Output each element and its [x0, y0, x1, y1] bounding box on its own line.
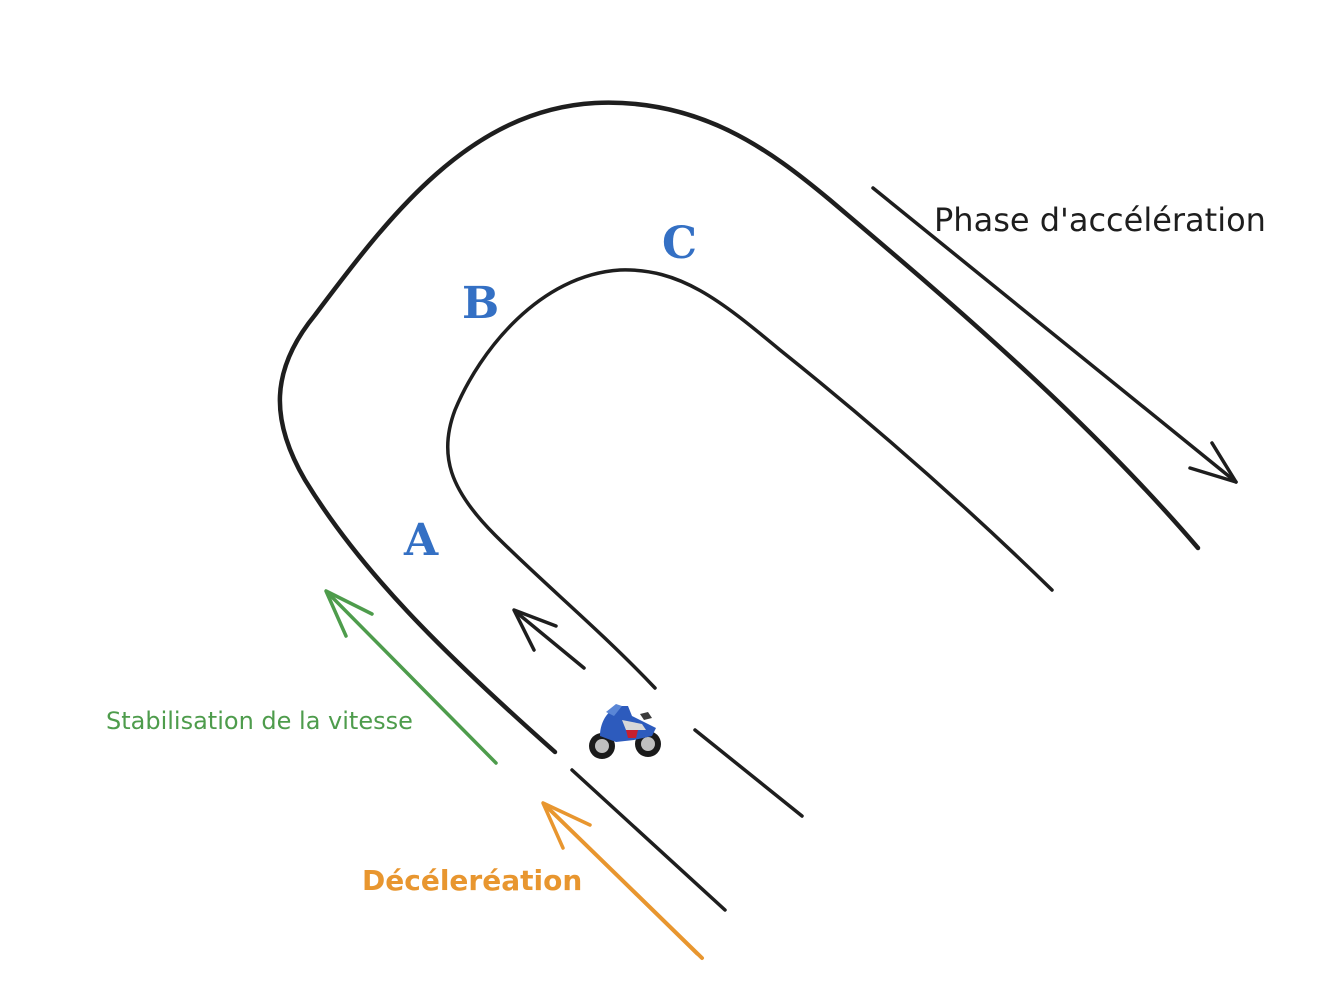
deceleration-label: Décéleréation [362, 864, 582, 897]
point-label-b: B [462, 278, 499, 329]
travel-direction-arrow [512, 608, 586, 670]
point-label-a: A [403, 515, 439, 566]
acceleration-arrow [871, 186, 1238, 484]
point-label-c: C [662, 218, 697, 269]
outer-road-edge [277, 100, 1201, 755]
motorcycle-icon [589, 704, 661, 759]
acceleration-label: Phase d'accélération [934, 201, 1266, 239]
outer-road-edge-lower [570, 768, 727, 912]
deceleration-arrow [541, 801, 704, 960]
stabilisation-label: Stabilisation de la vitesse [106, 707, 413, 735]
inner-road-edge-lower [693, 728, 804, 818]
inner-road-edge [445, 268, 1054, 690]
stabilisation-arrow [324, 589, 498, 765]
